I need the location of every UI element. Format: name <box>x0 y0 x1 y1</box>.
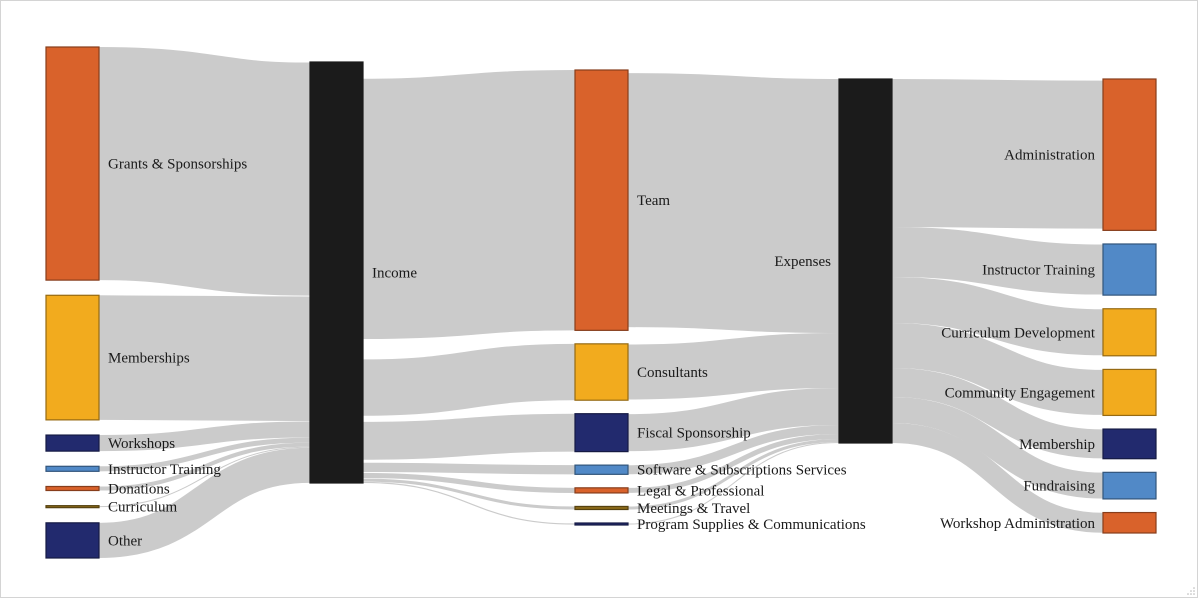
link-software-to-expenses <box>627 425 840 475</box>
label-meetings: Meetings & Travel <box>637 501 750 517</box>
link-consultants-to-expenses <box>627 333 840 400</box>
node-meetings[interactable] <box>574 505 629 511</box>
link-fiscal-to-expenses <box>627 388 840 452</box>
label-other: Other <box>108 533 142 549</box>
node-other[interactable] <box>45 522 100 559</box>
link-supplies-to-expenses <box>627 442 840 525</box>
label-donations: Donations <box>108 481 170 497</box>
label-instr_training_out: Instructor Training <box>982 263 1095 279</box>
node-software[interactable] <box>574 464 629 475</box>
label-supplies: Program Supplies & Communications <box>637 517 866 533</box>
node-workshop_admin[interactable] <box>1102 511 1157 534</box>
link-workshops_in-to-income <box>98 421 311 452</box>
node-grants[interactable] <box>45 46 100 281</box>
resize-handle-icon[interactable] <box>1185 585 1195 595</box>
label-team: Team <box>637 193 670 209</box>
label-administration: Administration <box>1004 148 1095 164</box>
node-donations[interactable] <box>45 485 100 492</box>
link-income-to-supplies <box>362 481 576 525</box>
link-expenses-to-administration <box>891 79 1104 229</box>
node-administration[interactable] <box>1102 78 1157 231</box>
node-curriculum[interactable] <box>45 505 100 509</box>
flow-nodes <box>45 46 1157 559</box>
node-income[interactable] <box>309 61 364 484</box>
label-software: Software & Subscriptions Services <box>637 463 847 479</box>
label-membership_out: Membership <box>1019 437 1095 453</box>
link-income-to-legal <box>362 472 576 493</box>
node-workshops_in[interactable] <box>45 434 100 452</box>
label-income: Income <box>372 266 417 282</box>
node-fiscal[interactable] <box>574 413 629 453</box>
link-meetings-to-expenses <box>627 439 840 510</box>
link-income-to-team <box>362 70 576 340</box>
link-memberships-to-income <box>98 295 311 422</box>
node-instr_training_in[interactable] <box>45 465 100 472</box>
node-fundraising[interactable] <box>1102 471 1157 500</box>
node-labels: Grants & SponsorshipsMembershipsWorkshop… <box>108 148 1096 550</box>
link-curriculum-to-income <box>98 446 311 508</box>
link-income-to-meetings <box>362 478 576 510</box>
node-supplies[interactable] <box>574 522 629 526</box>
label-community: Community Engagement <box>945 385 1096 401</box>
node-expenses[interactable] <box>838 78 893 444</box>
node-memberships[interactable] <box>45 294 100 421</box>
label-workshops_in: Workshops <box>108 436 175 452</box>
link-expenses-to-community <box>891 323 1104 415</box>
label-consultants: Consultants <box>637 365 708 381</box>
node-legal[interactable] <box>574 487 629 494</box>
link-income-to-software <box>362 462 576 475</box>
label-instr_training_in: Instructor Training <box>108 462 221 478</box>
link-other-to-income <box>98 447 311 558</box>
link-grants-to-income <box>98 47 311 296</box>
link-donations-to-income <box>98 442 311 491</box>
flow-links <box>98 47 1104 558</box>
link-expenses-to-instr_training_out <box>891 227 1104 295</box>
node-team[interactable] <box>574 69 629 331</box>
link-income-to-fiscal <box>362 413 576 460</box>
link-expenses-to-membership_out <box>891 368 1104 459</box>
node-membership_out[interactable] <box>1102 428 1157 460</box>
node-instr_training_out[interactable] <box>1102 243 1157 296</box>
label-grants: Grants & Sponsorships <box>108 157 247 173</box>
link-expenses-to-curriculum_dev <box>891 277 1104 356</box>
label-curriculum: Curriculum <box>108 500 177 516</box>
label-fundraising: Fundraising <box>1023 479 1095 495</box>
link-team-to-expenses <box>627 73 840 333</box>
link-legal-to-expenses <box>627 434 840 493</box>
label-workshop_admin: Workshop Administration <box>940 516 1096 532</box>
link-expenses-to-fundraising <box>891 397 1104 499</box>
node-community[interactable] <box>1102 368 1157 417</box>
label-memberships: Memberships <box>108 351 190 367</box>
node-curriculum_dev[interactable] <box>1102 308 1157 357</box>
label-expenses: Expenses <box>774 254 831 270</box>
link-expenses-to-workshop_admin <box>891 423 1104 533</box>
link-income-to-consultants <box>362 343 576 416</box>
label-curriculum_dev: Curriculum Development <box>941 325 1096 341</box>
label-legal: Legal & Professional <box>637 483 764 499</box>
link-instr_training_in-to-income <box>98 437 311 472</box>
label-fiscal: Fiscal Sponsorship <box>637 426 751 442</box>
node-consultants[interactable] <box>574 343 629 401</box>
